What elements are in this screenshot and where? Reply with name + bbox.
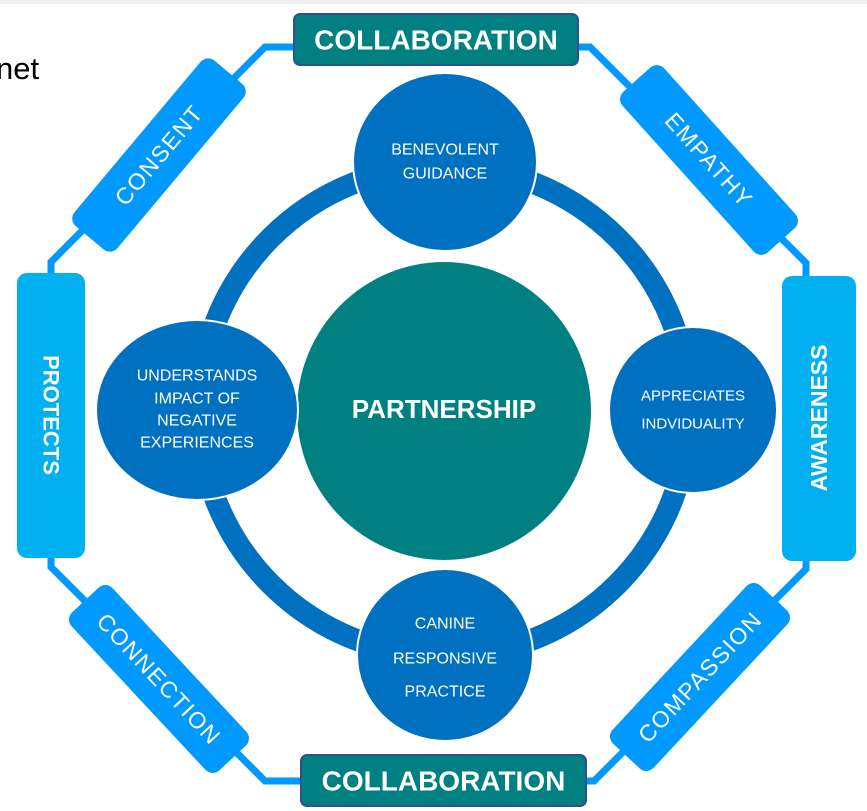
pill-connection-shape <box>68 585 250 773</box>
benevolent-guidance-line: BENEVOLENT <box>391 142 499 159</box>
awareness-label: AWARENESS <box>806 345 832 492</box>
understands-impact-line: NEGATIVE <box>157 413 237 430</box>
canine-responsive-practice-line: PRACTICE <box>405 684 486 701</box>
canine-responsive-practice-circle <box>356 568 534 742</box>
pill-consent-shape <box>72 58 246 252</box>
protects-label-group: PROTECTS <box>39 355 64 475</box>
benevolent-guidance-circle <box>352 72 538 252</box>
partnership-circle <box>297 262 591 560</box>
benevolent-guidance-line: GUIDANCE <box>403 166 487 183</box>
understands-impact-line: IMPACT OF <box>154 391 240 408</box>
understands-impact-line: UNDERSTANDS <box>137 368 258 385</box>
pill-connection: CONNECTION <box>68 585 250 773</box>
collaboration-bottom-label: COLLABORATION <box>322 766 566 797</box>
collaboration-top-label: COLLABORATION <box>314 25 558 56</box>
protects-label: PROTECTS <box>39 355 64 475</box>
canine-responsive-practice-line: CANINE <box>415 616 475 633</box>
protects-box <box>17 273 85 558</box>
collaboration-top-box <box>293 13 579 66</box>
partnership-label: PARTNERSHIP <box>352 394 536 424</box>
pill-connection-label: CONNECTION <box>92 608 227 750</box>
awareness-box <box>782 276 856 561</box>
pill-compassion: COMPASSION <box>609 583 791 771</box>
understands-impact-circle <box>95 319 299 501</box>
pill-empathy: EMPATHY <box>620 65 798 255</box>
appreciates-individuality-circle <box>608 326 778 494</box>
appreciates-individuality-line: APPRECIATES <box>641 388 745 405</box>
pill-compassion-shape <box>609 583 791 771</box>
appreciates-individuality-line: INDVIDUALITY <box>641 416 744 433</box>
pill-consent: CONSENT <box>72 58 246 252</box>
understands-impact-line: EXPERIENCES <box>140 435 254 452</box>
awareness-label-group: AWARENESS <box>806 345 832 492</box>
pill-empathy-shape <box>620 65 798 255</box>
canine-responsive-practice-line: RESPONSIVE <box>393 651 497 668</box>
partial-heading: net <box>0 51 39 86</box>
pill-compassion-label: COMPASSION <box>633 606 767 747</box>
top-strip <box>0 0 867 4</box>
collaboration-bottom-box <box>300 754 587 807</box>
